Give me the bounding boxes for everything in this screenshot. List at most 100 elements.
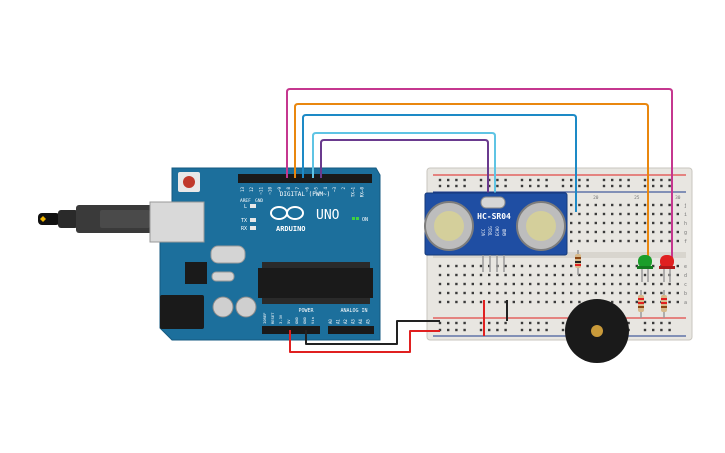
hole-bottom-2[interactable]: [578, 282, 581, 286]
hole-top-0[interactable]: [643, 203, 647, 207]
resistor-2[interactable]: [638, 290, 644, 318]
hole-top-0[interactable]: [570, 203, 573, 207]
hole-rail-bottom-1[interactable]: [488, 328, 491, 332]
hole-rail-top-1[interactable]: [463, 184, 466, 188]
hole-rail-top-0[interactable]: [496, 178, 499, 182]
hole-bottom-3[interactable]: [463, 291, 466, 295]
hole-bottom-2[interactable]: [537, 282, 540, 286]
hole-bottom-0[interactable]: [652, 264, 655, 268]
hole-top-1[interactable]: [602, 212, 606, 216]
hole-rail-bottom-0[interactable]: [463, 321, 466, 325]
hole-bottom-3[interactable]: [652, 291, 655, 295]
hole-top-0[interactable]: [668, 203, 671, 207]
hole-bottom-3[interactable]: [635, 291, 638, 295]
resistor-1[interactable]: [575, 250, 581, 275]
hole-bottom-3[interactable]: [529, 291, 532, 295]
hole-bottom-4[interactable]: [611, 300, 614, 304]
hole-top-3[interactable]: [594, 230, 597, 234]
hole-bottom-1[interactable]: [537, 273, 540, 277]
hole-rail-top-0[interactable]: [668, 178, 671, 182]
hole-bottom-3[interactable]: [455, 291, 458, 295]
hole-rail-bottom-0[interactable]: [545, 321, 548, 325]
resistor-3[interactable]: [661, 290, 667, 318]
hole-bottom-0[interactable]: [594, 264, 597, 268]
hole-top-3[interactable]: [635, 230, 638, 234]
hole-bottom-1[interactable]: [660, 273, 663, 277]
hole-bottom-2[interactable]: [594, 282, 597, 286]
hole-bottom-1[interactable]: [553, 273, 556, 277]
hole-bottom-0[interactable]: [479, 264, 483, 268]
hole-bottom-1[interactable]: [545, 273, 548, 277]
hole-bottom-1[interactable]: [643, 273, 647, 277]
hole-rail-top-1[interactable]: [504, 184, 507, 188]
hole-bottom-1[interactable]: [570, 273, 573, 277]
hole-bottom-2[interactable]: [496, 282, 499, 286]
hole-rail-top-1[interactable]: [586, 184, 589, 188]
hole-top-4[interactable]: [627, 239, 630, 243]
hole-bottom-1[interactable]: [529, 273, 532, 277]
hole-rail-top-0[interactable]: [520, 178, 524, 182]
hole-bottom-2[interactable]: [512, 282, 515, 286]
hole-top-2[interactable]: [570, 221, 573, 225]
hole-bottom-4[interactable]: [520, 300, 524, 304]
hole-bottom-4[interactable]: [537, 300, 540, 304]
hole-top-3[interactable]: [586, 230, 589, 234]
hole-top-0[interactable]: [676, 203, 679, 207]
hole-bottom-2[interactable]: [676, 282, 679, 286]
hole-rail-top-1[interactable]: [496, 184, 499, 188]
hole-rail-bottom-0[interactable]: [537, 321, 540, 325]
hole-rail-bottom-0[interactable]: [447, 321, 450, 325]
hole-bottom-2[interactable]: [602, 282, 606, 286]
hole-rail-bottom-1[interactable]: [652, 328, 655, 332]
hole-rail-top-1[interactable]: [643, 184, 647, 188]
hole-bottom-2[interactable]: [455, 282, 458, 286]
hole-bottom-1[interactable]: [455, 273, 458, 277]
hole-top-4[interactable]: [594, 239, 597, 243]
hole-rail-top-0[interactable]: [561, 178, 565, 182]
hole-bottom-0[interactable]: [520, 264, 524, 268]
led-green[interactable]: [637, 255, 653, 282]
hole-rail-bottom-1[interactable]: [660, 328, 663, 332]
hole-bottom-0[interactable]: [455, 264, 458, 268]
hole-top-3[interactable]: [578, 230, 581, 234]
hole-bottom-0[interactable]: [512, 264, 515, 268]
hole-bottom-3[interactable]: [537, 291, 540, 295]
hole-bottom-3[interactable]: [471, 291, 474, 295]
hole-top-4[interactable]: [602, 239, 606, 243]
hole-top-2[interactable]: [594, 221, 597, 225]
hole-bottom-4[interactable]: [676, 300, 679, 304]
hole-bottom-0[interactable]: [570, 264, 573, 268]
hole-top-2[interactable]: [676, 221, 679, 225]
hole-top-1[interactable]: [676, 212, 679, 216]
hole-rail-top-1[interactable]: [611, 184, 614, 188]
hole-bottom-4[interactable]: [652, 300, 655, 304]
hole-rail-bottom-0[interactable]: [561, 321, 565, 325]
hole-bottom-4[interactable]: [619, 300, 622, 304]
hole-bottom-1[interactable]: [561, 273, 565, 277]
hole-bottom-3[interactable]: [553, 291, 556, 295]
hole-bottom-3[interactable]: [643, 291, 647, 295]
hole-bottom-1[interactable]: [619, 273, 622, 277]
hole-bottom-4[interactable]: [545, 300, 548, 304]
hole-bottom-3[interactable]: [627, 291, 630, 295]
hole-top-2[interactable]: [627, 221, 630, 225]
hole-bottom-1[interactable]: [479, 273, 483, 277]
hole-rail-top-1[interactable]: [545, 184, 548, 188]
hole-bottom-0[interactable]: [561, 264, 565, 268]
hole-bottom-1[interactable]: [520, 273, 524, 277]
hole-rail-top-0[interactable]: [438, 178, 442, 182]
hole-top-1[interactable]: [611, 212, 614, 216]
hole-bottom-4[interactable]: [479, 300, 483, 304]
hole-rail-top-0[interactable]: [529, 178, 532, 182]
hole-bottom-1[interactable]: [496, 273, 499, 277]
hole-top-4[interactable]: [578, 239, 581, 243]
hole-top-1[interactable]: [635, 212, 638, 216]
hole-top-4[interactable]: [643, 239, 647, 243]
hole-rail-bottom-1[interactable]: [455, 328, 458, 332]
hole-top-2[interactable]: [635, 221, 638, 225]
hole-rail-bottom-0[interactable]: [496, 321, 499, 325]
hole-rail-top-0[interactable]: [602, 178, 606, 182]
hole-bottom-4[interactable]: [447, 300, 450, 304]
hole-bottom-0[interactable]: [529, 264, 532, 268]
hole-top-2[interactable]: [660, 221, 663, 225]
